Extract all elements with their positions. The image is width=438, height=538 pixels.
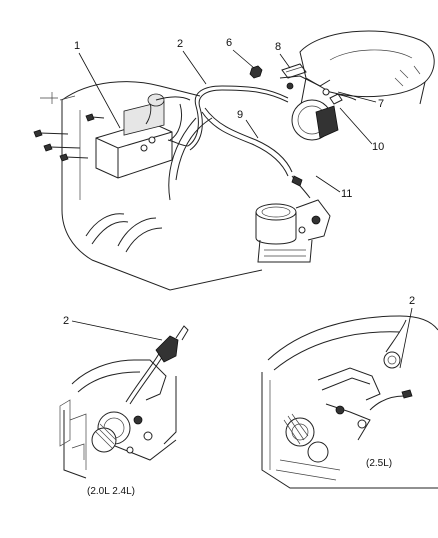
clip-part (249, 65, 263, 79)
callout-2-left: 2 (63, 315, 163, 341)
callout-10: 10 (339, 107, 384, 153)
main-assembly-view: 1 2 6 8 7 9 10 11 (33, 30, 435, 291)
callout-9: 9 (237, 109, 259, 139)
engine-block-outline (40, 81, 263, 291)
servo-unit (279, 75, 357, 141)
air-cleaner-housing (299, 30, 435, 111)
callout-2-right: 2 (399, 295, 415, 369)
callout-label: 7 (378, 98, 384, 110)
throttle-body (255, 175, 331, 263)
callout-label: 10 (372, 141, 384, 153)
callout-label: 9 (237, 109, 243, 121)
callout-8: 8 (275, 41, 291, 69)
callout-label: 8 (275, 41, 281, 53)
callout-11: 11 (315, 175, 352, 200)
cruise-control-module (95, 100, 189, 179)
callout-7: 7 (337, 91, 384, 110)
engine-2-5l-view: 2 (2.5L) (261, 295, 438, 489)
callout-label: 11 (341, 188, 352, 200)
callout-label: 6 (226, 37, 232, 49)
engine-caption-2-0l-2-4l: (2.0L 2.4L) (87, 486, 135, 497)
mounting-bolts (33, 113, 105, 162)
engine-2-0l-2-4l-view: 2 (2.0L 2.4L) (59, 315, 189, 497)
callout-label: 1 (74, 40, 80, 52)
callout-label: 2 (63, 315, 69, 327)
bolt-icon (43, 143, 81, 152)
callout-6: 6 (226, 37, 255, 69)
vacuum-connector (147, 93, 191, 141)
callout-label: 2 (177, 38, 183, 50)
bolt-icon (85, 113, 105, 122)
bracket-part (281, 63, 307, 79)
bolt-icon (59, 153, 89, 162)
callout-2-top: 2 (177, 38, 207, 85)
callout-1: 1 (74, 40, 121, 129)
bolt-icon (33, 129, 69, 138)
cruise-cable (187, 85, 293, 177)
engine-caption-2-5l: (2.5L) (366, 458, 392, 469)
callout-label: 2 (409, 295, 415, 307)
